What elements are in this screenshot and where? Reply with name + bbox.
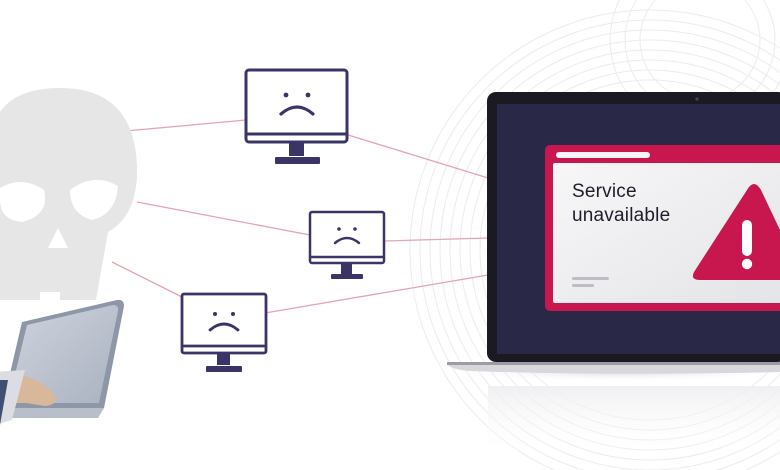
error-title-line2: unavailable bbox=[572, 205, 671, 226]
sad-monitor-icon bbox=[308, 210, 386, 279]
warning-triangle-icon bbox=[692, 184, 780, 280]
error-title-line1: Service bbox=[572, 181, 637, 202]
laptop-icon bbox=[0, 299, 124, 425]
skull-icon bbox=[0, 88, 138, 300]
attack-lines bbox=[111, 119, 489, 314]
sad-monitor-icon bbox=[244, 68, 349, 164]
error-message: Service unavailable bbox=[572, 180, 722, 228]
sad-monitor-icon bbox=[180, 292, 268, 372]
background-rings bbox=[409, 0, 780, 470]
